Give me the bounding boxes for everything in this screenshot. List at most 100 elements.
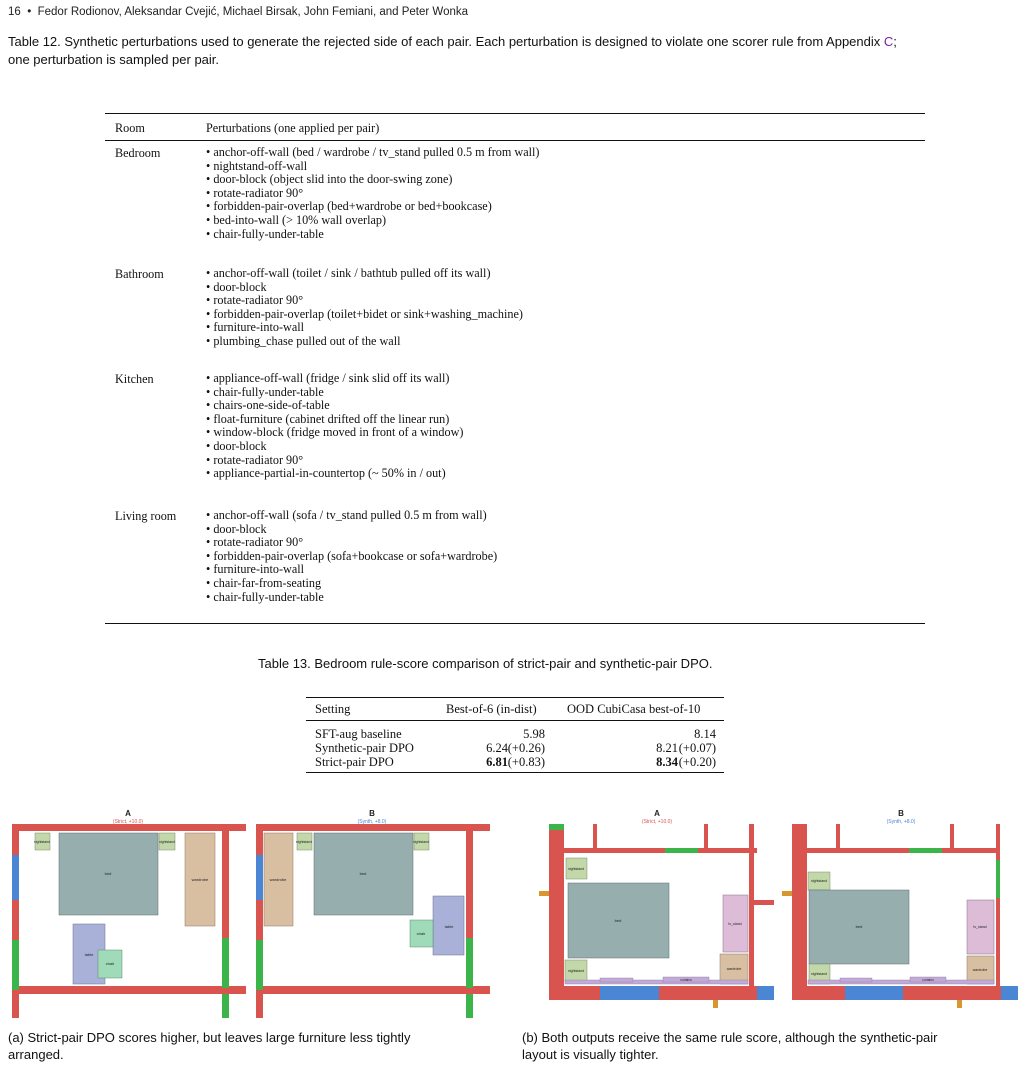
score-value: 8.21 <box>656 741 678 755</box>
window <box>845 986 903 1000</box>
window <box>600 986 659 1000</box>
chair <box>97 949 123 979</box>
running-header: 16 • Fedor Rodionov, Aleksandar Cvejić, … <box>8 6 468 18</box>
door <box>466 938 473 988</box>
perturbation-item: • rotate-radiator 90° <box>206 535 304 550</box>
perturbation-item: • forbidden-pair-overlap (toilet+bidet o… <box>206 306 523 321</box>
wall <box>256 994 263 1018</box>
table12-caption-text: Table 12. Synthetic perturbations used t… <box>8 34 884 49</box>
perturbation-item: • bed-into-wall (> 10% wall overlap) <box>206 212 387 227</box>
perturbation-list: • anchor-off-wall (toilet / sink / batht… <box>206 266 523 349</box>
floorplan-figure-svg: A (Strict, +10.0) nightstand bed nightst… <box>12 809 1018 1018</box>
door <box>256 940 263 990</box>
curtains <box>909 976 947 983</box>
perturbation-item: • door-block (object slid into the door-… <box>206 172 453 187</box>
figure-floorplans: A (Strict, +10.0) nightstand bed nightst… <box>0 800 1030 1020</box>
perturbation-item: • rotate-radiator 90° <box>206 452 304 467</box>
wall <box>256 986 490 994</box>
table12-top-rule <box>105 113 925 115</box>
wall <box>256 824 263 1018</box>
furniture-label: wardrobe <box>973 968 988 972</box>
door <box>222 938 229 988</box>
furniture-label: curtains <box>680 978 692 982</box>
nightstand <box>296 832 313 851</box>
bed <box>58 832 159 916</box>
tv-stand <box>722 894 749 953</box>
door <box>996 860 1000 898</box>
radiator <box>713 1000 718 1008</box>
door <box>909 848 942 853</box>
radiator <box>782 891 792 896</box>
furniture-label: nightstand <box>568 867 584 871</box>
perturbation-item: • door-block <box>206 279 267 294</box>
room-name: Bedroom <box>115 146 161 160</box>
score-delta: (+0.26) <box>507 741 545 755</box>
table12-header-room: Room <box>115 121 145 135</box>
panel-subtitle: (Strict, +10.0) <box>113 819 143 825</box>
wall <box>704 824 708 850</box>
perturbation-item: • door-block <box>206 438 267 453</box>
perturbation-item: • chair-fully-under-table <box>206 589 324 604</box>
wall <box>12 986 246 994</box>
score-value: 8.34 <box>656 755 678 769</box>
curtains <box>839 977 873 983</box>
perturbation-item: • plumbing_chase pulled out of the wall <box>206 333 401 348</box>
wall <box>950 824 954 850</box>
perturbation-list: • anchor-off-wall (sofa / tv_stand pulle… <box>206 508 497 604</box>
panel-a-synth: B (Synth, +8.0) wardrobe nightstand bed … <box>256 809 490 1018</box>
furniture-label: chair <box>417 931 426 936</box>
perturbation-item: • appliance-partial-in-countertop (~ 50%… <box>206 466 446 481</box>
wall <box>12 824 19 1018</box>
table12-bottom-rule <box>105 623 925 625</box>
wall <box>549 986 774 1000</box>
subcaption-b-line1: (b) Both outputs receive the same rule s… <box>522 1030 938 1045</box>
t13-header-ood: OOD CubiCasa best-of-10 <box>567 702 701 716</box>
wardrobe <box>966 955 995 985</box>
furniture-label: curtains <box>922 978 934 982</box>
furniture-label: wardrobe <box>192 877 209 882</box>
window <box>12 855 19 900</box>
nightstand <box>34 832 51 851</box>
perturbation-item: • nightstand-off-wall <box>206 158 308 173</box>
table12-caption: Table 12. Synthetic perturbations used t… <box>8 33 1026 69</box>
table13-bottom-rule <box>306 772 724 774</box>
panel-title: B <box>898 809 904 818</box>
furniture-label: nightstand <box>811 879 827 883</box>
table12-caption-line2: one perturbation is sampled per pair. <box>8 52 220 67</box>
wall <box>222 824 229 1018</box>
door <box>466 994 473 1018</box>
furniture-label: nightstand <box>296 840 312 844</box>
perturbation-item: • appliance-off-wall (fridge / sink slid… <box>206 371 450 385</box>
score-value: 6.81 <box>486 755 508 769</box>
room-name: Kitchen <box>115 372 154 386</box>
nightstand <box>565 857 588 880</box>
room-name: Bathroom <box>115 267 164 281</box>
appendix-link[interactable]: C <box>883 34 894 49</box>
window <box>757 986 774 1000</box>
wall <box>561 848 757 853</box>
perturbation-item: • door-block <box>206 521 267 536</box>
nightstand <box>413 832 430 851</box>
perturbation-item: • anchor-off-wall (toilet / sink / batht… <box>206 266 491 280</box>
door <box>549 824 564 830</box>
curtains <box>807 979 995 985</box>
page-number: 16 <box>8 6 21 18</box>
perturbation-item: • anchor-off-wall (bed / wardrobe / tv_s… <box>206 145 540 159</box>
wall <box>792 824 807 1000</box>
setting-name: SFT-aug baseline <box>315 727 402 741</box>
wall <box>836 824 840 850</box>
table13-mid-rule <box>306 720 724 721</box>
panel-subtitle: (Synth, +8.0) <box>887 819 916 825</box>
bed <box>567 882 670 959</box>
door <box>222 994 229 1018</box>
subcaption-a-line2: arranged. <box>8 1047 64 1062</box>
wall <box>12 824 246 831</box>
furniture-label: tv_stand <box>973 925 986 929</box>
room-name: Living room <box>115 509 177 523</box>
wall <box>754 900 774 905</box>
header-separator: • <box>27 6 32 18</box>
furniture-label: chair <box>106 961 115 966</box>
perturbation-item: • rotate-radiator 90° <box>206 293 304 308</box>
radiator <box>957 1000 962 1008</box>
nightstand <box>158 832 176 851</box>
